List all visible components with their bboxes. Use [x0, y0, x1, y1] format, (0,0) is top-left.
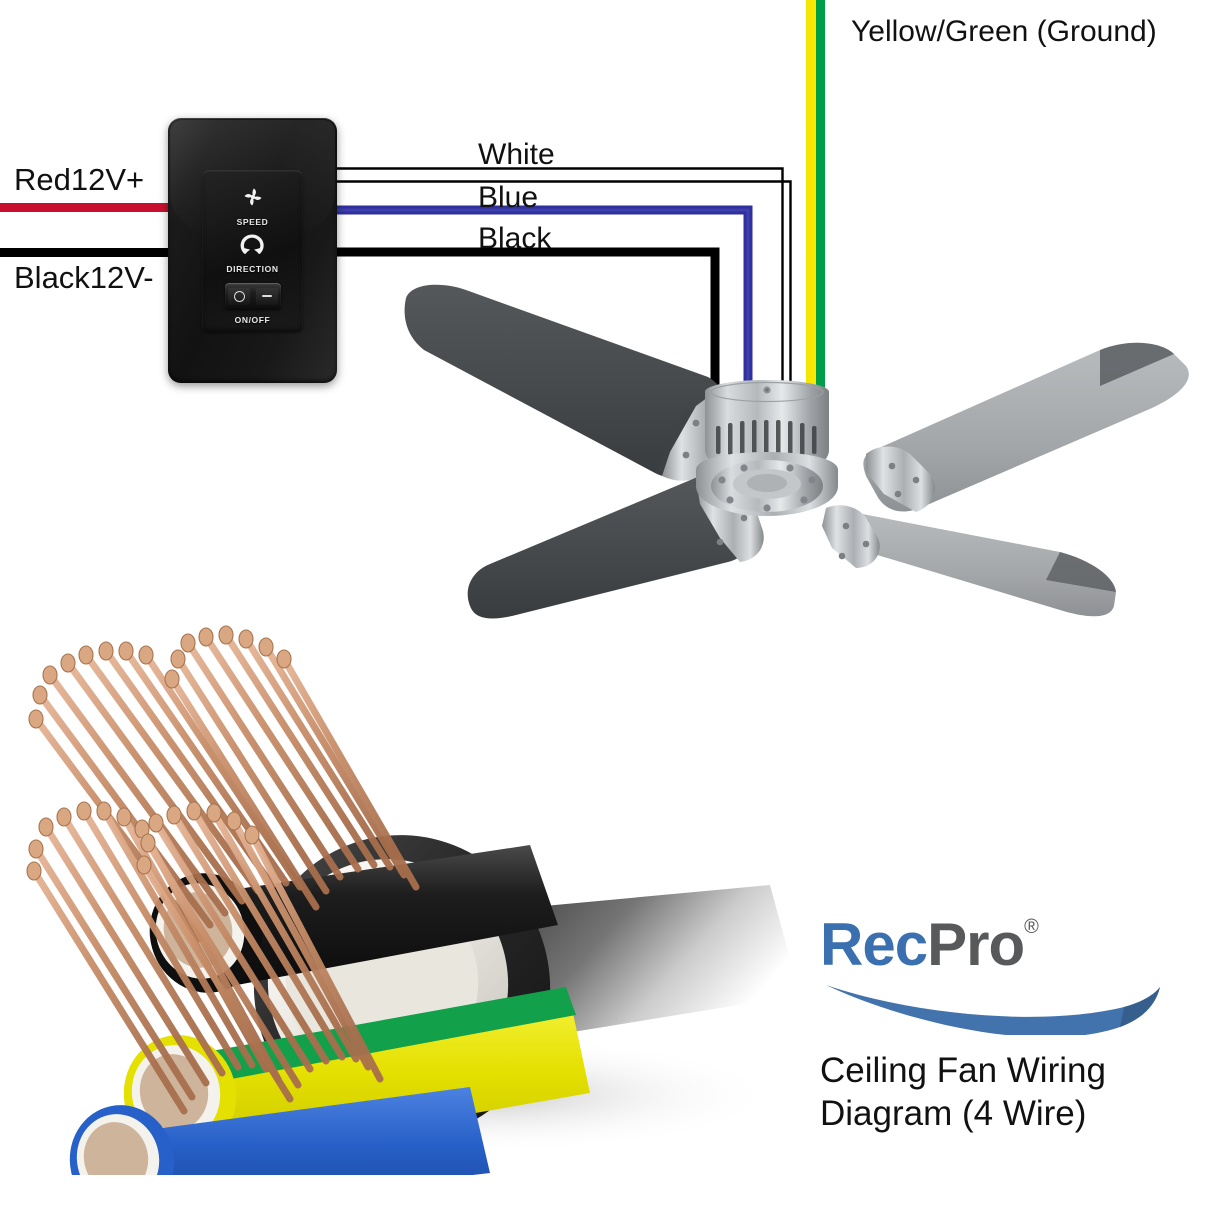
label-black-wire: Black: [478, 222, 552, 255]
label-blue-wire: Blue: [478, 181, 539, 214]
control-faceplate: SPEED DIRECTION: [202, 170, 303, 332]
wire-black-12v-negative: [0, 248, 176, 257]
fan-blade-upper-right: [863, 342, 1189, 512]
wire-ground-yellow: [806, 0, 816, 470]
fan-speed-icon: [202, 184, 303, 215]
power-dash-icon: [262, 294, 272, 298]
recpro-branding: Rec Pro ® Ceiling Fan Wiring Diagram (4 …: [820, 915, 1200, 1135]
wire-red-12v-positive: [0, 203, 176, 212]
fan-blade-lower-right: [822, 505, 1116, 617]
conductor-blue: [69, 1087, 490, 1175]
cable-cutaway-illustration: [26, 625, 800, 1175]
direction-control[interactable]: DIRECTION: [202, 233, 303, 274]
label-black-12v-negative: Black12V-: [14, 260, 154, 295]
on-off-rocker-switch[interactable]: [225, 283, 281, 309]
fan-wall-control-panel[interactable]: SPEED DIRECTION: [168, 118, 337, 383]
fan-motor-housing: [696, 380, 838, 516]
motor-vents: [716, 420, 817, 455]
speed-control[interactable]: SPEED: [202, 184, 303, 227]
label-red-12v-positive: Red12V+: [14, 162, 145, 197]
fan-blade-upper-left: [404, 284, 740, 481]
recpro-logo: Rec Pro ®: [820, 915, 1200, 975]
label-ground-wire: Yellow/Green (Ground): [851, 15, 1157, 48]
logo-swoosh-icon: [826, 985, 1160, 1038]
on-off-control: ON/OFF: [202, 313, 303, 325]
hub-bolts: [718, 464, 816, 512]
logo-text-rec: Rec: [820, 911, 928, 978]
on-off-label: ON/OFF: [234, 315, 271, 325]
power-circle-icon: [233, 290, 245, 302]
direction-label: DIRECTION: [226, 264, 279, 274]
fan-direction-icon: [202, 233, 303, 262]
wire-white: [330, 167, 792, 468]
registered-trademark-icon: ®: [1024, 916, 1039, 938]
diagram-caption: Ceiling Fan Wiring Diagram (4 Wire): [820, 1051, 1106, 1133]
rocker-on-side[interactable]: [256, 287, 278, 305]
ceiling-fan-illustration: [404, 284, 1189, 619]
copper-strand-ends: [26, 625, 292, 881]
rocker-off-side[interactable]: [228, 287, 250, 305]
speed-label: SPEED: [236, 217, 269, 227]
logo-text-pro: Pro: [927, 911, 1025, 978]
label-white-wire: White: [478, 138, 555, 171]
wire-ground-green: [816, 0, 825, 470]
